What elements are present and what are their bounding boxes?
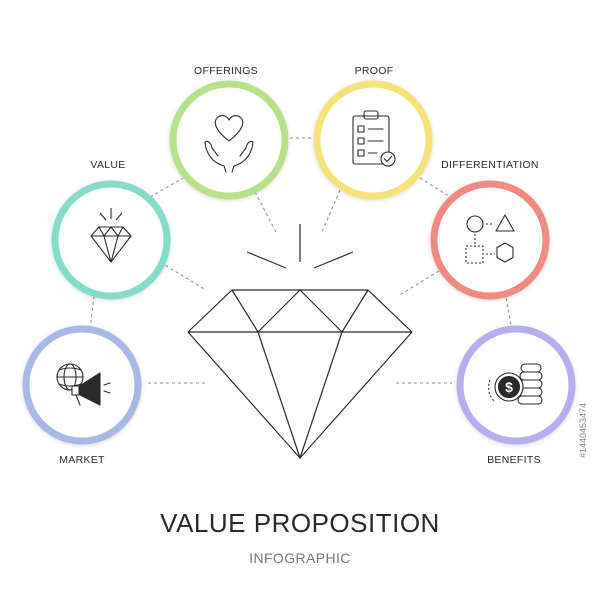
connector-differentiation-benefits [505, 297, 513, 331]
connector-proof-diamond [321, 189, 341, 233]
node-market [22, 325, 142, 445]
node-proof [313, 80, 433, 200]
node-offerings [169, 80, 289, 200]
heart-in-hands-icon [204, 115, 254, 173]
geometric-shapes-icon [465, 214, 515, 264]
node-differentiation [430, 180, 550, 300]
page-title: VALUE PROPOSITION [160, 508, 440, 538]
connector-differentiation-diamond [397, 267, 445, 297]
label-value: VALUE [90, 159, 126, 171]
stock-id-text: #1440453474 [578, 402, 588, 458]
dollar-sign: $ [505, 379, 513, 395]
page-subtitle: INFOGRAPHIC [249, 550, 351, 566]
differentiation-ring [430, 180, 550, 300]
connector-value-diamond [149, 255, 207, 291]
clipboard-checklist-icon [352, 110, 396, 167]
label-proof: PROOF [354, 65, 394, 77]
proof-ring [313, 80, 433, 200]
connector-offerings-diamond [254, 191, 277, 233]
offerings-ring [169, 80, 289, 200]
label-differentiation: DIFFERENTIATION [441, 159, 539, 171]
node-value [51, 180, 171, 300]
globe-megaphone-icon [56, 363, 111, 406]
label-offerings: OFFERINGS [194, 65, 258, 77]
value-ring [51, 180, 171, 300]
connector-value-market [89, 295, 95, 331]
label-market: MARKET [59, 454, 105, 466]
connector-proof-differentiation [419, 177, 453, 199]
connectors [89, 137, 513, 384]
diamond-icon [90, 208, 132, 263]
central-diamond-icon [187, 224, 413, 459]
label-benefits: BENEFITS [487, 454, 541, 466]
coins-dollar-icon [488, 363, 543, 405]
node-benefits: $ [456, 325, 576, 445]
